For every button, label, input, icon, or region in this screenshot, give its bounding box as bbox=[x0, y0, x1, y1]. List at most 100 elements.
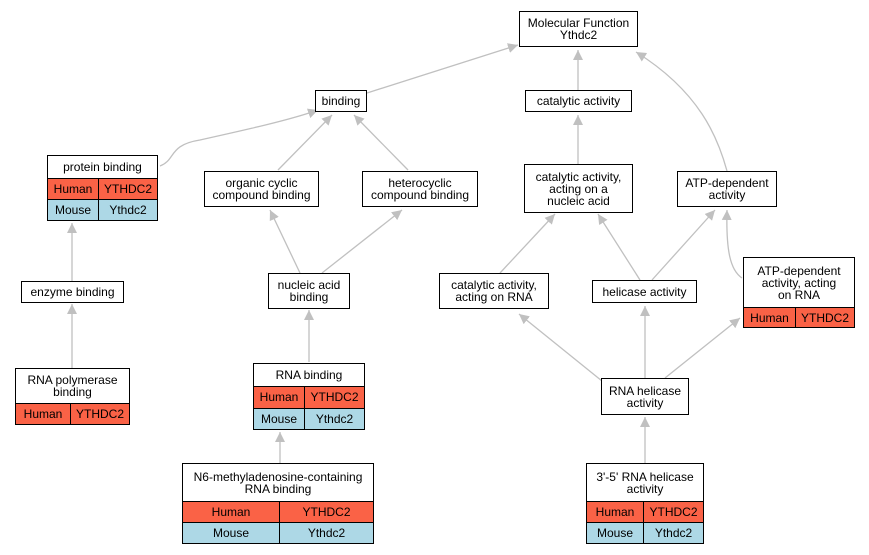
species-row-mouse: Mouse Ythdc2 bbox=[183, 522, 373, 543]
node-nucleic-acid-binding[interactable]: nucleic acid binding bbox=[268, 273, 350, 309]
node-title: protein binding bbox=[48, 156, 157, 178]
gene-label: Ythdc2 bbox=[307, 526, 346, 540]
edge-atprna-to-atp bbox=[721, 209, 743, 279]
edge-organic-cyclic-to-binding bbox=[277, 114, 333, 171]
species-cell: Human bbox=[48, 179, 98, 199]
edge-binding-to-mf bbox=[366, 43, 519, 94]
node-atp-dependent-activity[interactable]: ATP-dependent activity bbox=[677, 171, 777, 207]
species-label: Human bbox=[595, 505, 635, 519]
gene-label: YTHDC2 bbox=[800, 310, 849, 325]
node-label: RNA polymerase binding bbox=[27, 373, 118, 399]
edge-atp-to-mf bbox=[635, 51, 728, 172]
species-cell: Mouse bbox=[254, 409, 304, 430]
node-enzyme-binding[interactable]: enzyme binding bbox=[21, 281, 124, 303]
gene-cell: Ythdc2 bbox=[304, 408, 364, 429]
node-label: 3'-5' RNA helicase activity bbox=[596, 469, 694, 496]
species-row-human: Human YTHDC2 bbox=[183, 501, 373, 522]
species-row-human: Human YTHDC2 bbox=[587, 501, 703, 522]
node-rna-polymerase-binding[interactable]: RNA polymerase binding Human YTHDC2 bbox=[15, 368, 130, 425]
gene-label: YTHDC2 bbox=[302, 505, 351, 519]
node-atp-dependent-activity-rna[interactable]: ATP-dependent activity, acting on RNA Hu… bbox=[743, 257, 855, 328]
node-n6-methyladenosine-rna-binding[interactable]: N6-methyladenosine-containing RNA bindin… bbox=[182, 463, 374, 544]
gene-label: YTHDC2 bbox=[75, 407, 124, 421]
gene-cell: YTHDC2 bbox=[304, 387, 364, 408]
species-label: Human bbox=[23, 407, 63, 421]
edge-carna-to-canu bbox=[499, 213, 556, 274]
node-label: heterocyclic compound binding bbox=[370, 176, 470, 202]
species-label: Human bbox=[211, 505, 251, 519]
node-label: Molecular Function Ythdc2 bbox=[527, 16, 630, 42]
edge-nab-to-heterocyclic bbox=[321, 209, 403, 274]
node-label: ATP-dependent activity bbox=[685, 176, 769, 202]
gene-cell: Ythdc2 bbox=[98, 200, 157, 220]
gene-cell: YTHDC2 bbox=[643, 502, 703, 522]
gene-cell: Ythdc2 bbox=[643, 523, 703, 543]
gene-label: Ythdc2 bbox=[315, 411, 354, 426]
node-title: ATP-dependent activity, acting on RNA bbox=[744, 258, 854, 307]
species-label: Human bbox=[259, 390, 299, 405]
node-label: nucleic acid binding bbox=[277, 278, 341, 304]
node-title: N6-methyladenosine-containing RNA bindin… bbox=[183, 464, 373, 501]
species-label: Mouse bbox=[212, 526, 250, 540]
gene-label: Ythdc2 bbox=[109, 203, 147, 217]
node-rna-helicase-activity[interactable]: RNA helicase activity bbox=[601, 378, 689, 415]
gene-cell: YTHDC2 bbox=[70, 404, 129, 424]
node-catalytic-activity[interactable]: catalytic activity bbox=[525, 90, 632, 112]
gene-cell: YTHDC2 bbox=[795, 308, 854, 327]
node-label: RNA helicase activity bbox=[608, 383, 682, 410]
node-label: binding bbox=[321, 94, 361, 108]
node-title: RNA binding bbox=[254, 364, 364, 386]
node-label: ATP-dependent activity, acting on RNA bbox=[757, 263, 841, 302]
species-cell: Human bbox=[744, 308, 795, 327]
node-binding[interactable]: binding bbox=[315, 90, 367, 112]
gene-label: Ythdc2 bbox=[654, 526, 693, 540]
species-row-mouse: Mouse Ythdc2 bbox=[587, 522, 703, 543]
species-label: Mouse bbox=[260, 411, 298, 426]
node-molecular-function[interactable]: Molecular Function Ythdc2 bbox=[519, 11, 638, 47]
species-cell: Human bbox=[16, 404, 70, 424]
node-title: 3'-5' RNA helicase activity bbox=[587, 464, 703, 501]
species-row-mouse: Mouse Ythdc2 bbox=[48, 199, 157, 220]
node-organic-cyclic-compound-binding[interactable]: organic cyclic compound binding bbox=[204, 171, 319, 207]
species-label: Mouse bbox=[596, 526, 634, 540]
gene-cell: YTHDC2 bbox=[279, 502, 373, 522]
node-label: catalytic activity bbox=[536, 94, 621, 108]
edge-rh-to-carna bbox=[518, 313, 603, 382]
node-heterocyclic-compound-binding[interactable]: heterocyclic compound binding bbox=[362, 171, 478, 207]
gene-cell: YTHDC2 bbox=[98, 179, 157, 199]
node-label: catalytic activity, acting on a nucleic … bbox=[535, 169, 622, 208]
species-label: Human bbox=[750, 310, 789, 325]
species-cell: Human bbox=[183, 502, 279, 522]
species-row-human: Human YTHDC2 bbox=[744, 307, 854, 327]
edge-helicase-to-atp bbox=[651, 209, 716, 281]
node-label: catalytic activity, acting on RNA bbox=[451, 278, 537, 304]
species-cell: Mouse bbox=[587, 523, 643, 543]
edge-rh-to-atprna bbox=[664, 317, 741, 379]
species-row-human: Human YTHDC2 bbox=[16, 403, 129, 424]
species-label: Mouse bbox=[54, 203, 92, 217]
species-cell: Human bbox=[587, 502, 643, 522]
node-catalytic-activity-rna[interactable]: catalytic activity, acting on RNA bbox=[439, 273, 549, 309]
gene-cell: Ythdc2 bbox=[279, 523, 373, 543]
species-label: Human bbox=[53, 182, 93, 196]
node-title: RNA polymerase binding bbox=[16, 369, 129, 403]
node-catalytic-activity-nucleic-acid[interactable]: catalytic activity, acting on a nucleic … bbox=[524, 164, 633, 213]
species-row-human: Human YTHDC2 bbox=[48, 178, 157, 199]
edge-nab-to-organic-cyclic bbox=[269, 209, 301, 274]
node-protein-binding[interactable]: protein binding Human YTHDC2 Mouse Ythdc… bbox=[47, 155, 158, 221]
node-3-5-rna-helicase-activity[interactable]: 3'-5' RNA helicase activity Human YTHDC2… bbox=[586, 463, 704, 544]
gene-label: YTHDC2 bbox=[310, 390, 359, 405]
species-row-mouse: Mouse Ythdc2 bbox=[254, 407, 364, 430]
node-helicase-activity[interactable]: helicase activity bbox=[592, 280, 697, 303]
gene-label: YTHDC2 bbox=[649, 505, 698, 519]
node-label: helicase activity bbox=[602, 284, 687, 299]
node-label: protein binding bbox=[63, 160, 142, 174]
gene-label: YTHDC2 bbox=[103, 182, 152, 196]
node-label: N6-methyladenosine-containing RNA bindin… bbox=[193, 469, 363, 496]
node-rna-binding[interactable]: RNA binding Human YTHDC2 Mouse Ythdc2 bbox=[253, 363, 365, 430]
species-cell: Mouse bbox=[183, 523, 279, 543]
edge-protein-binding-to-binding bbox=[159, 108, 319, 167]
species-cell: Mouse bbox=[48, 200, 98, 220]
